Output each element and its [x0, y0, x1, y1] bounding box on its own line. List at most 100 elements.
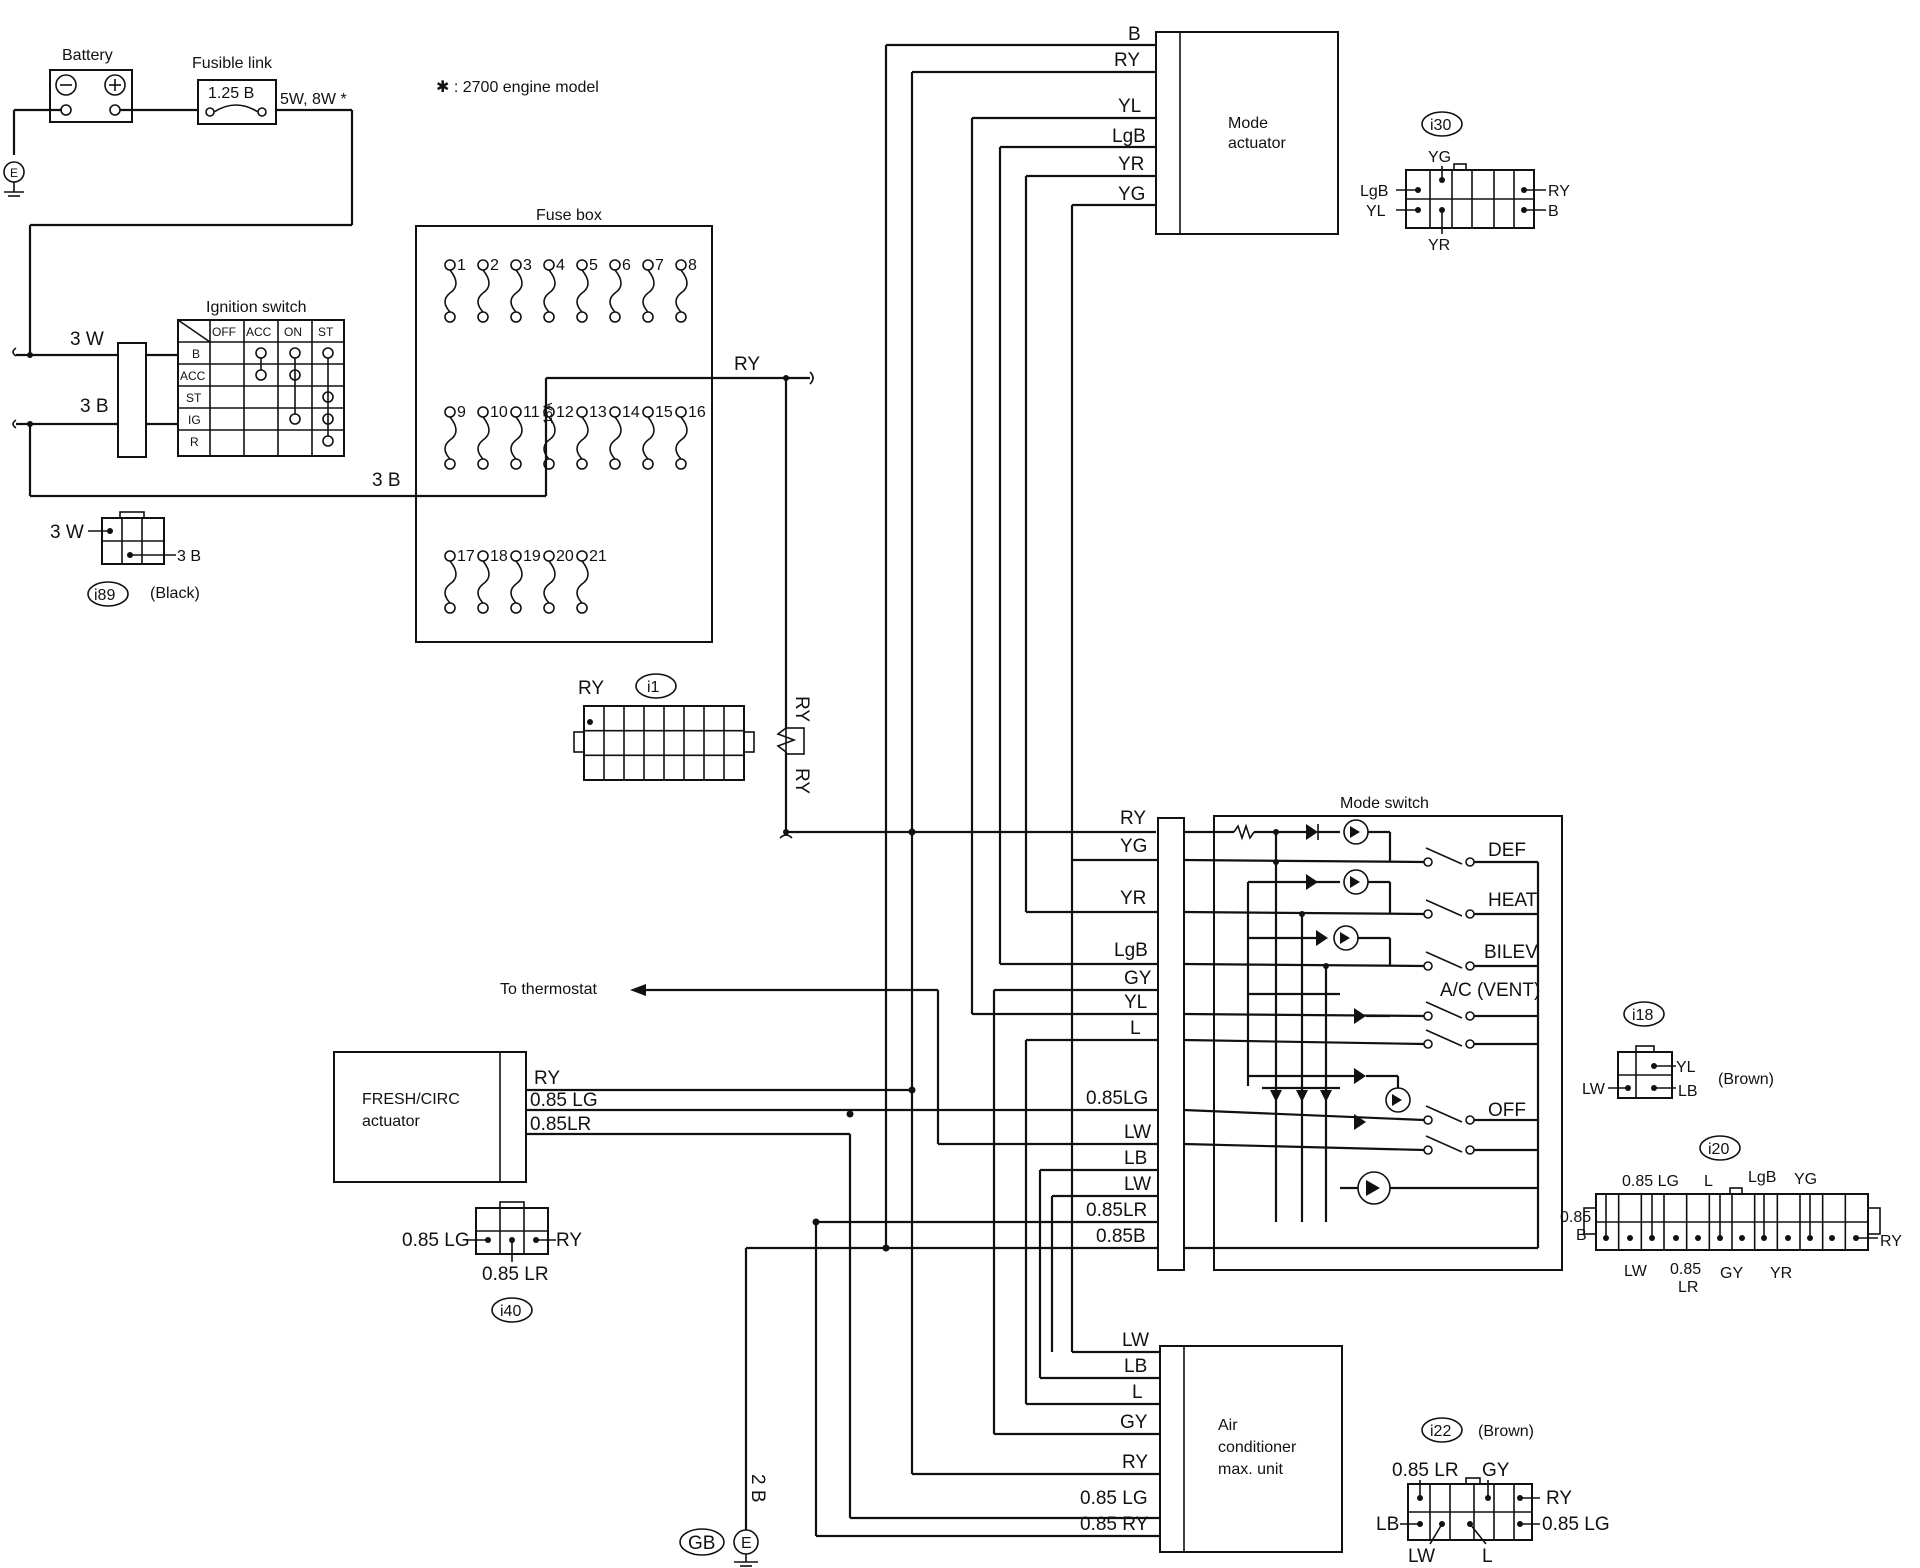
ry-vertical-2: RY: [791, 768, 812, 794]
i22-id: i22: [1430, 1423, 1451, 1440]
fuse-21: 21: [576, 548, 607, 614]
ac-wire-085ry: 0.85 RY: [1080, 1514, 1149, 1535]
ac-max-unit: Air conditioner max. unit: [1159, 1345, 1343, 1553]
ignition-switch: Ignition switch OFF ACC ON ST B ACC ST I…: [177, 299, 345, 457]
ac-max-label-3: max. unit: [1218, 1461, 1283, 1478]
ms-wire-085b: 0.85B: [1096, 1226, 1146, 1247]
ign-col-off: OFF: [212, 325, 236, 339]
ground-gb: 2 B E GB: [679, 1474, 768, 1567]
switch-bilev: BILEV: [1484, 942, 1538, 963]
ms-wire-lw-1: LW: [1124, 1122, 1151, 1143]
battery-wiring: E: [3, 108, 354, 355]
fuse-5: 5: [576, 257, 598, 323]
i18-color: (Brown): [1718, 1071, 1774, 1088]
mode-actuator-wire-yr: YR: [1118, 154, 1144, 175]
fuse-number: 13: [589, 404, 607, 421]
fuse-number: 15: [655, 404, 673, 421]
switch-heat: HEAT: [1488, 890, 1538, 911]
i30-pin-yl: YL: [1366, 203, 1386, 220]
ac-max-wires: LW LB L GY RY 0.85 LG 0.85 RY: [816, 860, 1160, 1538]
ignition-wire-3b: 3 B: [80, 396, 109, 417]
fuse-number: 7: [655, 257, 664, 274]
fuse-13: 13: [576, 404, 607, 470]
connector-i20: i20 0.85 LG L LgB YG 0.85 B LW 0.85 LR G…: [1560, 1135, 1902, 1296]
i30-pin-b: B: [1548, 203, 1559, 220]
ign-col-st: ST: [318, 325, 334, 339]
i22-pin-085lg: 0.85 LG: [1542, 1514, 1610, 1535]
fuse-number: 8: [688, 257, 697, 274]
fuse-9: 9: [444, 404, 466, 470]
fuse-number: 6: [622, 257, 631, 274]
connector-i89: 3 W 3 B i89 (Black): [50, 511, 201, 607]
i1-pin-ry: RY: [578, 678, 604, 699]
i20-pin-gy: GY: [1720, 1265, 1743, 1282]
fuse-7: 7: [642, 257, 664, 323]
ground-2b: 2 B: [747, 1474, 768, 1503]
mode-actuator-wire-lgb: LgB: [1112, 126, 1146, 147]
fuse-17: 17: [444, 548, 475, 614]
mode-switch: Mode switch: [1183, 795, 1563, 1271]
to-thermostat: To thermostat: [500, 981, 646, 998]
i20-pin-ry: RY: [1880, 1233, 1902, 1250]
fuse-number: 16: [688, 404, 706, 421]
i40-pin-ry: RY: [556, 1230, 582, 1251]
fuse-box-label: Fuse box: [536, 207, 602, 224]
ground-e-label: E: [10, 166, 18, 180]
mode-actuator-label-2: actuator: [1228, 135, 1286, 152]
fuse-16: 16: [675, 404, 706, 470]
fuse-number: 9: [457, 404, 466, 421]
fuse-number: 20: [556, 548, 574, 565]
i18-pin-lw: LW: [1582, 1081, 1606, 1098]
fuse-8: 8: [675, 257, 697, 323]
fuse-1: 1: [444, 257, 466, 323]
fuse-number: 17: [457, 548, 475, 565]
fuse-number: 12: [556, 404, 574, 421]
i30-pin-yr: YR: [1428, 237, 1450, 254]
i20-pin-085: 0.85: [1560, 1209, 1591, 1226]
ms-wire-lw-2: LW: [1124, 1174, 1151, 1195]
i89-color: (Black): [150, 585, 200, 602]
ms-wire-085lr: 0.85LR: [1086, 1200, 1147, 1221]
i40-pin-085lr: 0.85 LR: [482, 1264, 549, 1285]
ignition-switch-label: Ignition switch: [206, 299, 307, 316]
fuse-number: 2: [490, 257, 499, 274]
fc-wire-085lr: 0.85LR: [530, 1114, 591, 1135]
mode-switch-wires: RY YG YR LgB GY YL L 0.85LG LW LB LW 0.8…: [526, 808, 1158, 1508]
fc-wire-085lg: 0.85 LG: [530, 1090, 598, 1111]
fuse-number: 1: [457, 257, 466, 274]
i18-pin-lb: LB: [1678, 1083, 1698, 1100]
connector-i22: i22 (Brown) 0.85 LR GY LB RY 0.85 LG LW …: [1376, 1417, 1610, 1567]
fusible-link-wire: 5W, 8W *: [280, 91, 347, 108]
fresh-circ-wires: RY 0.85 LG 0.85LR: [526, 1068, 912, 1536]
fresh-circ-label-2: actuator: [362, 1113, 420, 1130]
i89-pin-3b: 3 B: [177, 548, 201, 565]
fuse-number: 21: [589, 548, 607, 565]
fuse-10: 10: [477, 404, 508, 470]
i1-id: i1: [647, 679, 660, 696]
fuse-20: 20: [543, 548, 574, 614]
i20-pin-yg: YG: [1794, 1171, 1817, 1188]
ms-wire-yl: YL: [1124, 992, 1147, 1013]
fuse-6: 6: [609, 257, 631, 323]
ms-wire-yr: YR: [1120, 888, 1146, 909]
mode-actuator-label-1: Mode: [1228, 115, 1268, 132]
i22-pin-ry: RY: [1546, 1488, 1572, 1509]
fuse-number: 19: [523, 548, 541, 565]
ac-wire-ry: RY: [1122, 1452, 1148, 1473]
ign-row-r: R: [190, 435, 199, 449]
fuse-number: 3: [523, 257, 532, 274]
connector-i30: i30 LgB YG YL YR RY B: [1360, 111, 1570, 254]
ac-wire-lw: LW: [1122, 1330, 1149, 1351]
ac-max-label-2: conditioner: [1218, 1439, 1297, 1456]
i40-id: i40: [500, 1303, 521, 1320]
bottom-wire-3b: 3 B: [372, 470, 401, 491]
i30-pin-yg: YG: [1428, 149, 1451, 166]
mode-actuator: Mode actuator: [1155, 31, 1339, 235]
ign-row-ig: IG: [188, 413, 201, 427]
fuse-11: 11: [510, 404, 540, 470]
i20-pin-085-2: 0.85: [1670, 1261, 1701, 1278]
i18-pin-yl: YL: [1676, 1059, 1696, 1076]
fuse-number: 18: [490, 548, 508, 565]
mode-actuator-wire-yl: YL: [1118, 96, 1141, 117]
fuse-number: 11: [523, 404, 540, 421]
